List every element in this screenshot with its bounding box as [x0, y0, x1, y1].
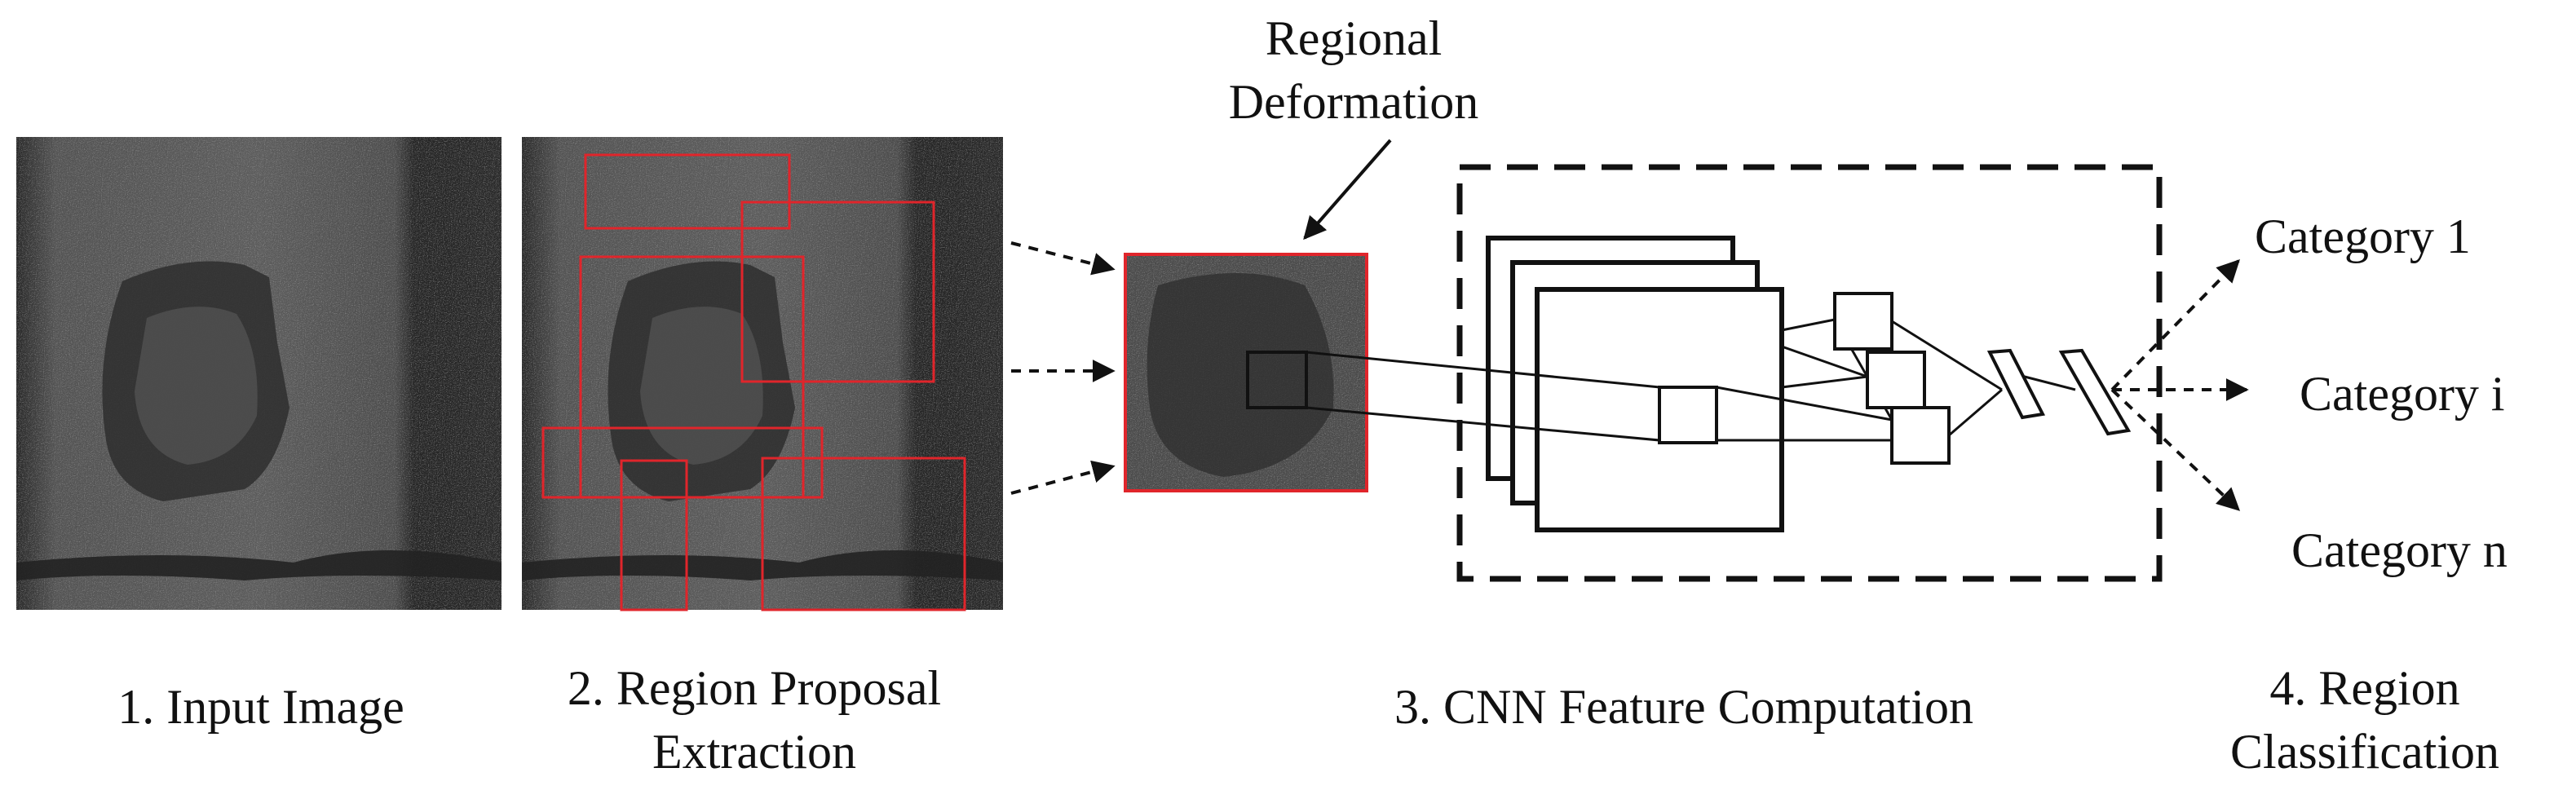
stage-label-region-proposal: 2. Region Proposal Extraction	[489, 656, 1019, 783]
cnn-dashed-box	[1456, 164, 2163, 582]
proposal-boxes	[541, 153, 966, 611]
dashed-arrow	[1010, 460, 1116, 495]
dashed-arrow	[2110, 388, 2241, 511]
fc-layer	[1986, 348, 2046, 420]
stage-label-line1: 4. Region	[2269, 661, 2460, 715]
feature-units	[1833, 292, 1951, 465]
stage-label-cnn: 3. CNN Feature Computation	[1394, 680, 1973, 734]
feature-unit	[1833, 292, 1893, 351]
patch-to-conv-lines	[1306, 351, 1660, 442]
dashed-arrow	[2110, 259, 2240, 391]
stage-label-input-image: 1. Input Image	[117, 680, 404, 734]
proposal-box	[761, 457, 966, 611]
fc-connections	[1891, 320, 2076, 437]
proposal-box	[584, 153, 791, 230]
fc-layer	[2058, 348, 2132, 436]
deformation-arrow	[1303, 139, 1392, 241]
category-label-n: Category n	[2291, 523, 2508, 577]
proposal-box	[620, 459, 688, 611]
proposal-to-warp-arrows	[1010, 241, 1116, 495]
conv-unit	[1658, 386, 1718, 444]
category-label-i: Category i	[2300, 367, 2505, 421]
warped-region-image	[1124, 253, 1368, 492]
proposal-box	[740, 201, 935, 383]
stage-label-line2: Extraction	[652, 725, 856, 779]
stage-label-line2: Classification	[2230, 725, 2499, 779]
proposal-box	[541, 426, 824, 499]
fc-layers	[1986, 348, 2132, 436]
stage-label-region-classification: 4. Region Classification	[2169, 656, 2561, 783]
region-proposal-image	[522, 137, 1003, 611]
feature-map-stack	[1486, 236, 1784, 532]
category-label-1: Category 1	[2255, 210, 2471, 263]
feature-unit	[1866, 351, 1926, 409]
classification-arrows	[2110, 259, 2249, 511]
warp-label-line2: Deformation	[1228, 75, 1479, 129]
warp-label: Regional Deformation	[1174, 7, 1533, 134]
stage-label-line1: 2. Region Proposal	[567, 661, 942, 715]
input-image	[16, 137, 502, 610]
dashed-arrow	[1010, 241, 1116, 276]
warp-label-line1: Regional	[1265, 11, 1443, 65]
feature-unit	[1890, 406, 1951, 465]
